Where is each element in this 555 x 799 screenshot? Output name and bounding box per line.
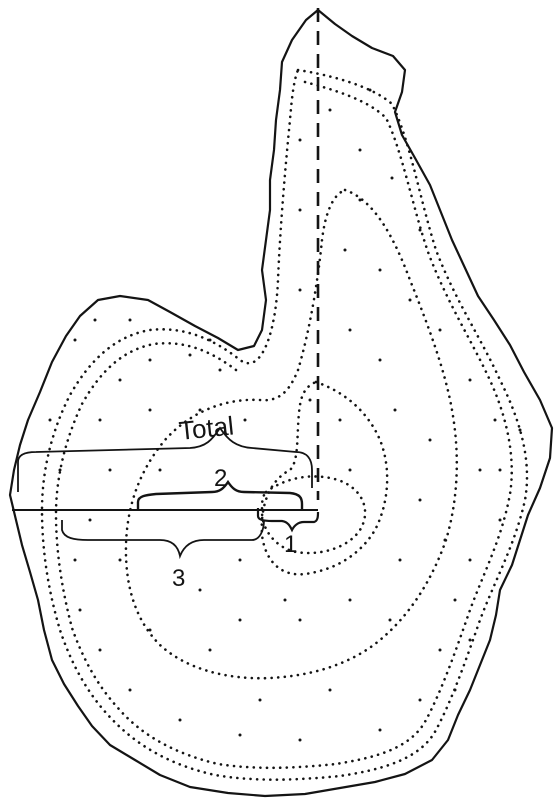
speckle-dot [299, 289, 302, 292]
speckle-dot [99, 649, 102, 652]
growth-zone-middle [126, 190, 457, 678]
speckle-dot [259, 699, 262, 702]
speckle-dot [439, 329, 442, 332]
speckle-dot [419, 699, 422, 702]
speckle-dot [379, 359, 382, 362]
speckle-dot [469, 379, 472, 382]
speckle-dot [74, 339, 77, 342]
interior-speckle [49, 89, 522, 742]
speckle-dot [329, 109, 332, 112]
speckle-dot [329, 689, 332, 692]
speckle-dot [149, 409, 152, 412]
speckle-dot [349, 469, 352, 472]
growth-zone-outer-inner [56, 82, 512, 768]
speckle-dot [189, 354, 192, 357]
speckle-dot [79, 609, 82, 612]
speckle-dot [119, 379, 122, 382]
speckle-dot [119, 559, 122, 562]
speckle-dot [209, 649, 212, 652]
speckle-dot [444, 539, 447, 542]
speckle-dot [129, 689, 132, 692]
speckle-dot [89, 519, 92, 522]
speckle-dot [494, 419, 497, 422]
speckle-dot [149, 359, 152, 362]
speckle-dot [149, 629, 152, 632]
speckle-dot [479, 469, 482, 472]
speckle-dot [159, 469, 162, 472]
speckle-dot [349, 599, 352, 602]
growth-zone-outer [42, 70, 527, 780]
speckle-dot [239, 734, 242, 737]
speckle-dot [359, 199, 362, 202]
speckle-dot [59, 469, 62, 472]
speckle-dot [379, 729, 382, 732]
speckle-dot [244, 419, 247, 422]
speckle-dot [379, 269, 382, 272]
speckle-dot [499, 519, 502, 522]
bracket-3 [62, 520, 264, 556]
speckle-dot [394, 409, 397, 412]
growth-zones [42, 70, 527, 780]
speckle-dot [454, 689, 457, 692]
speckle-dot [309, 399, 312, 402]
speckle-dot [344, 249, 347, 252]
speckle-dot [299, 739, 302, 742]
speckle-dot [239, 559, 242, 562]
speckle-dot [299, 139, 302, 142]
speckle-dot [109, 469, 112, 472]
speckle-dot [299, 209, 302, 212]
speckle-dot [419, 499, 422, 502]
speckle-dot [99, 419, 102, 422]
speckle-dot [49, 419, 52, 422]
speckle-dot [454, 599, 457, 602]
speckle-dot [399, 559, 402, 562]
speckle-dot [519, 429, 522, 432]
speckle-dot [419, 229, 422, 232]
speckle-dot [429, 439, 432, 442]
speckle-dot [284, 599, 287, 602]
speckle-dot [439, 649, 442, 652]
outer-outline [10, 10, 552, 796]
label-1: 1 [284, 531, 297, 558]
label-2: 2 [214, 465, 227, 492]
speckle-dot [219, 369, 222, 372]
speckle-dot [339, 419, 342, 422]
speckle-dot [199, 589, 202, 592]
speckle-dot [239, 619, 242, 622]
bracket-1 [258, 508, 318, 530]
speckle-dot [299, 619, 302, 622]
speckle-dot [349, 329, 352, 332]
speckle-dot [359, 149, 362, 152]
speckle-dot [369, 89, 372, 92]
speckle-dot [389, 619, 392, 622]
speckle-dot [391, 177, 394, 180]
speckle-dot [94, 319, 97, 322]
speckle-dot [199, 409, 202, 412]
speckle-dot [409, 299, 412, 302]
speckle-dot [74, 559, 77, 562]
speckle-dot [469, 639, 472, 642]
speckle-dot [179, 719, 182, 722]
speckle-dot [499, 469, 502, 472]
label-3: 3 [172, 565, 185, 592]
speckle-dot [209, 339, 212, 342]
growth-zone-core [262, 476, 365, 553]
growth-zone-inner [262, 382, 387, 574]
speckle-dot [129, 319, 132, 322]
label-total: Total [177, 410, 235, 446]
speckle-dot [469, 559, 472, 562]
